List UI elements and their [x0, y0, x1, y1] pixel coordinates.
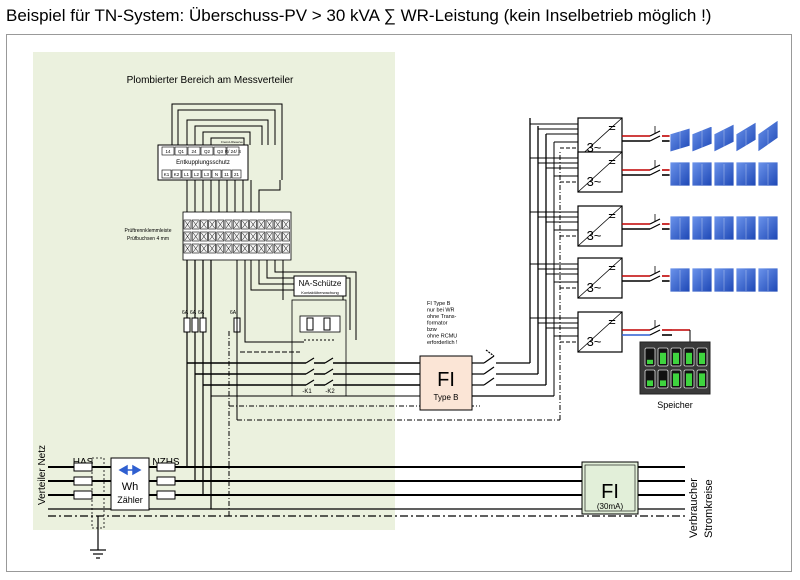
consumer-label-1: Verbraucher	[688, 478, 700, 538]
na-contactor-sub: Kontaktüberwachung	[301, 290, 339, 295]
consumer-label-2: Stromkreise	[703, 479, 715, 538]
pv-feed-lines	[187, 362, 420, 386]
inverter-row: = 3~	[530, 257, 779, 299]
fuse-label-1: 6A	[182, 310, 189, 316]
inverter-dc-symbol: =	[608, 154, 616, 169]
relay-terminal-top: Q3	[217, 149, 224, 154]
inverter-dc-symbol: =	[608, 260, 616, 275]
inverter-row: = 3~	[530, 117, 779, 159]
inverter-row: = 3~	[530, 205, 779, 247]
fi-type-b-big: FI	[437, 369, 455, 391]
meter-label-wh: Wh	[122, 481, 139, 493]
decoupling-relay-label: Entkupplungsschutz	[176, 160, 230, 166]
sealed-area-label: Plombierter Bereich am Messverteiler	[127, 75, 294, 86]
has-fuses	[73, 462, 93, 500]
diagram-frame	[6, 34, 792, 572]
diagram-title: Beispiel für TN-System: Überschuss-PV > …	[6, 6, 712, 25]
relay-terminal-top: Q1	[178, 149, 185, 154]
inverter-rows: = 3~ = 3~ = 3~ = 3~ = 3~	[530, 117, 779, 353]
fi-30ma-big: FI	[601, 481, 619, 503]
fuse-label-3: 6A	[198, 310, 205, 316]
contactor-k2: -K2	[325, 389, 335, 395]
inverter-ac-symbol: 3~	[587, 280, 602, 295]
inverter-row: = 3~	[530, 151, 779, 193]
fi-note-line: erforderlich !	[427, 340, 458, 346]
na-contactor-coils	[299, 315, 341, 333]
relay-terminal-bottom: L1	[184, 172, 190, 177]
inverter-dc-symbol: =	[608, 314, 616, 329]
inverter-ac-symbol: 3~	[587, 174, 602, 189]
isolator-switch	[472, 349, 554, 397]
relay-terminal-bottom: 21	[234, 172, 240, 177]
relay-terminal-bottom: 11	[224, 172, 229, 177]
decoupling-tiny-label: Fremd-/Reserve	[221, 140, 243, 144]
relay-terminal-bottom: K1	[164, 172, 170, 177]
storage-batteries	[644, 347, 708, 389]
fi-note-line: bzw	[427, 327, 437, 333]
fi-note-line: formator	[427, 321, 448, 327]
contactor-k1: -K1	[302, 389, 312, 395]
relay-terminal-bottom: N	[215, 172, 218, 177]
relay-terminal-bottom: L3	[204, 172, 210, 177]
na-contactor-label-box	[293, 275, 347, 297]
relay-terminal-top: Q2	[204, 149, 211, 154]
fi-type-b-small: Type B	[434, 393, 459, 402]
relay-terminal-top: 14	[165, 149, 171, 154]
fi-note-line: ohne Trans-	[427, 314, 457, 320]
relay-terminal-top: 24	[191, 149, 197, 154]
fi-note-line: FI Type B	[427, 301, 451, 307]
inverter-collectors	[529, 118, 547, 385]
bidirectional-arrow-icon	[118, 464, 142, 476]
inverter-ac-symbol: 3~	[587, 140, 602, 155]
inverter-ac-symbol: 3~	[587, 228, 602, 243]
relay-terminal-bottom: L2	[194, 172, 200, 177]
fi-note-line: nur bei WR	[427, 308, 455, 314]
fi-30ma-box	[581, 461, 639, 515]
fi-30ma-small: (30mA)	[597, 502, 624, 511]
fuse-label-4: 6A	[230, 310, 237, 316]
na-contactor-label: NA-Schütze	[299, 279, 342, 288]
energy-meter	[110, 457, 150, 511]
meter-label-zaehler: Zähler	[117, 495, 143, 505]
inverter-dc-symbol: =	[608, 208, 616, 223]
inverter-dc-symbol: =	[608, 120, 616, 135]
nzhs-fuses	[156, 462, 176, 500]
fi-note-line: ohne RCMU	[427, 334, 457, 340]
grid-label: Verteiler Netz	[37, 445, 48, 505]
test-terminal-label-1: Prüftrennklemmleiste	[125, 228, 172, 234]
relay-terminal-bottom: K2	[174, 172, 180, 177]
relay-terminal-top: R/ 24/ S	[225, 149, 241, 154]
test-terminal-label-2: Prüfbuchsen 4 mm	[127, 236, 169, 242]
earth-symbol	[90, 516, 106, 559]
fi-type-b-box	[419, 355, 473, 411]
relay-terminals-bottom: K1 K2 L1 L2 L3 N 11 21	[161, 169, 242, 179]
inverter-ac-symbol: 3~	[587, 334, 602, 349]
inverter-row: = 3~	[530, 311, 691, 353]
grid-bus	[48, 466, 685, 496]
fuse-label-2: 6A	[190, 310, 197, 316]
storage-label: Speicher	[657, 400, 693, 410]
test-terminal-strip	[182, 211, 292, 261]
